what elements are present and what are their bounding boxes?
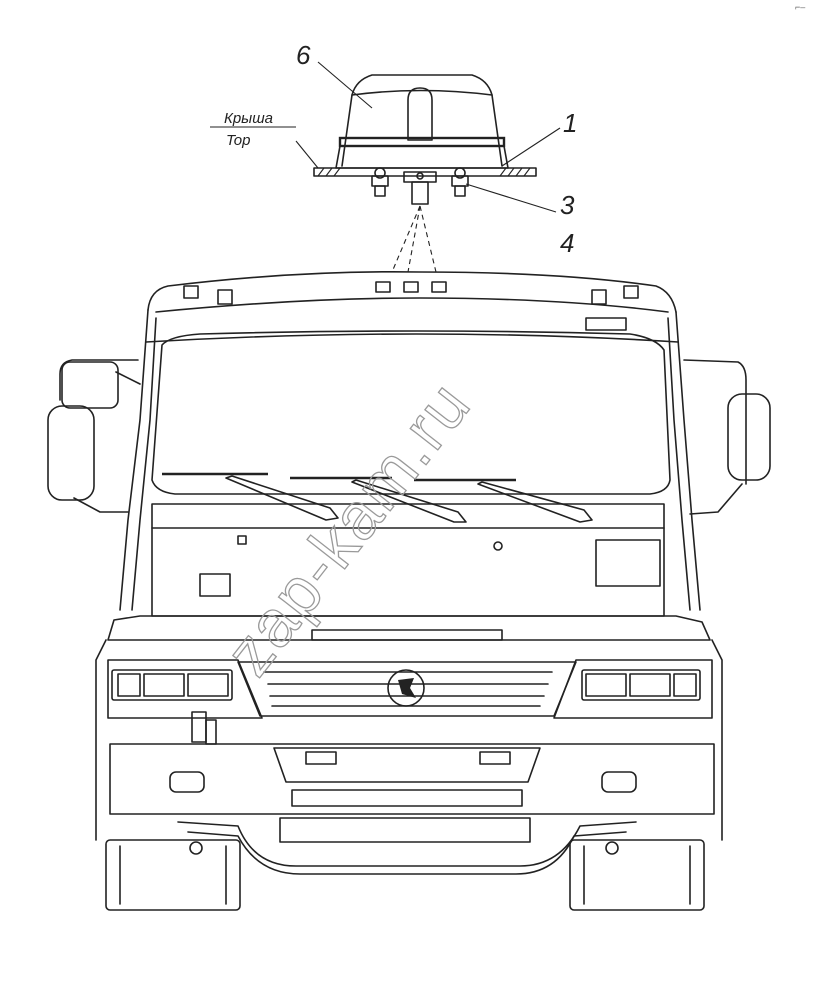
leader-6 xyxy=(317,61,373,109)
grille xyxy=(237,661,577,717)
front-bumper xyxy=(109,711,715,815)
right-mirrors xyxy=(683,359,771,515)
leader-3 xyxy=(465,183,557,213)
hood-strip xyxy=(311,629,503,641)
cab-right-side xyxy=(675,311,701,611)
roof-panel xyxy=(313,167,537,177)
corner-mark: ⌐– xyxy=(795,2,805,12)
panel-badge-left xyxy=(199,573,231,597)
leader-1 xyxy=(501,127,561,167)
beacon-detail xyxy=(210,61,561,273)
mounting-bolt-right xyxy=(451,167,469,197)
front-axle xyxy=(177,817,637,875)
left-headlight xyxy=(111,669,233,701)
truck-cab xyxy=(47,270,771,911)
cab-roof xyxy=(147,270,677,313)
callout-6: 6 xyxy=(296,40,311,70)
beacon-reflector xyxy=(407,87,433,141)
right-wheel xyxy=(569,839,705,911)
roof-marker-lamps xyxy=(183,281,639,305)
panel-placard xyxy=(595,539,661,587)
cab-left-side xyxy=(119,309,149,611)
roof-label-ru: Крыша xyxy=(224,110,273,127)
kamaz-emblem xyxy=(387,669,425,707)
upper-fascia xyxy=(107,615,711,641)
callout-1: 1 xyxy=(563,108,577,138)
callout-4: 4 xyxy=(560,228,574,258)
mounting-bolt-left xyxy=(371,167,389,197)
fog-lamp-left xyxy=(169,771,205,793)
projection-lines xyxy=(391,205,437,273)
left-mirrors xyxy=(47,359,141,513)
wipers xyxy=(162,472,593,523)
right-headlight xyxy=(581,669,701,701)
fog-lamp-right xyxy=(601,771,637,793)
windshield xyxy=(151,330,671,495)
connector xyxy=(403,171,437,205)
callout-3: 3 xyxy=(560,190,575,220)
roof-label-en: Top xyxy=(226,132,250,149)
left-wheel xyxy=(105,839,241,911)
beacon-dome xyxy=(341,74,503,167)
